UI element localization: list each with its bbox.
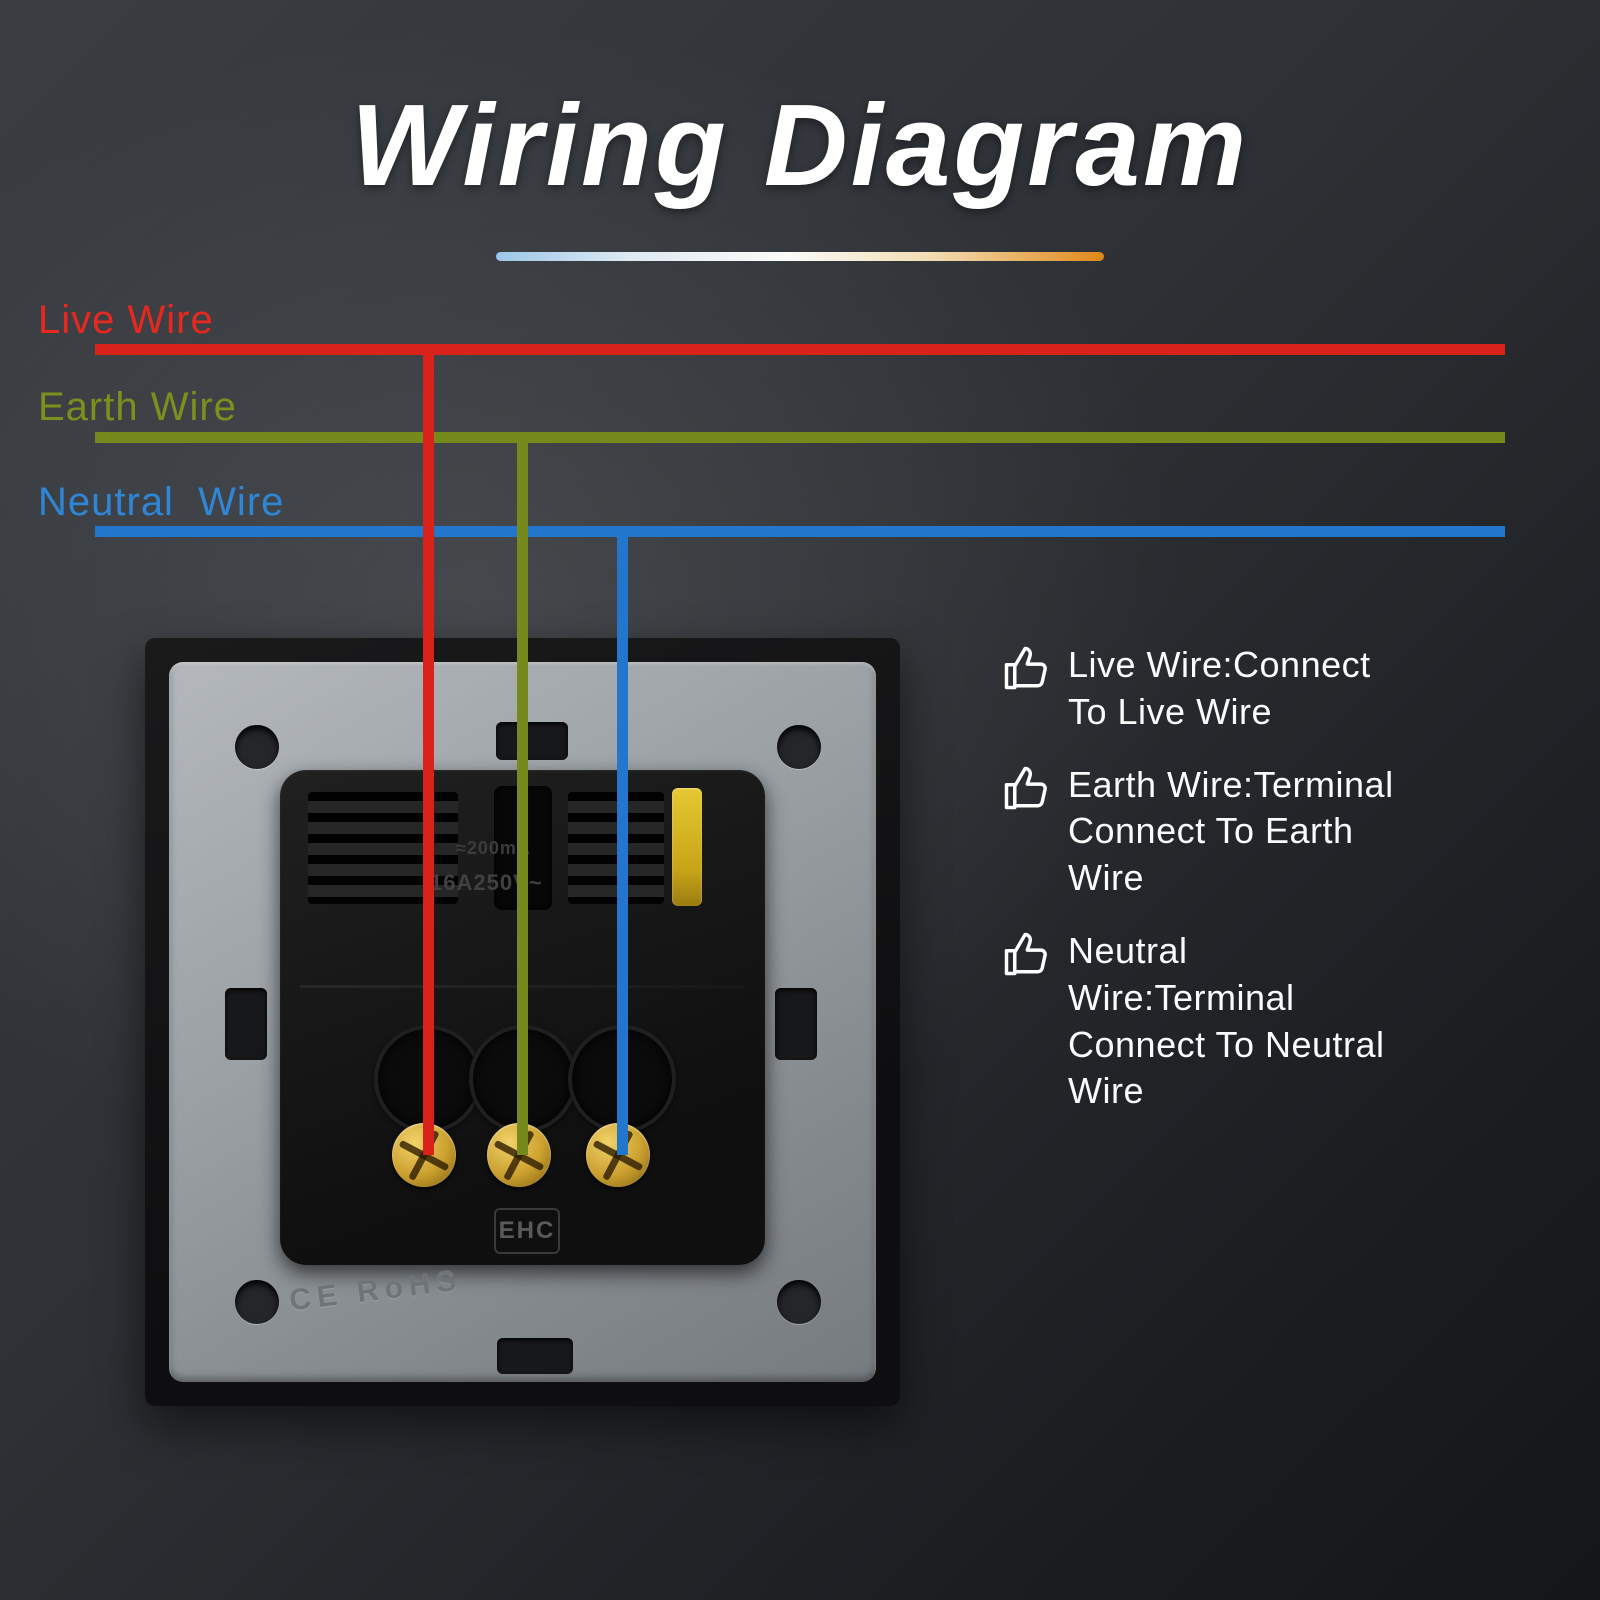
neutral-wire-line xyxy=(95,526,1505,537)
current-marking: ≈200mA xyxy=(456,838,531,858)
live-wire-drop xyxy=(423,344,434,1155)
page-title: Wiring Diagram xyxy=(350,80,1250,210)
earth-wire-drop xyxy=(517,432,528,1155)
earth-wire-label: Earth Wire xyxy=(38,385,237,429)
thumbs-up-icon xyxy=(1004,766,1047,809)
plate-slot xyxy=(496,722,568,760)
plate-slot xyxy=(497,1338,573,1374)
live-wire-line xyxy=(95,344,1505,355)
plate-screw-hole xyxy=(235,725,279,769)
neutral-wire-drop xyxy=(617,526,628,1155)
vent-slots xyxy=(568,792,664,904)
eac-mark: EHC xyxy=(494,1208,560,1254)
note-item-earth: Earth Wire:Terminal Connect To Earth Wir… xyxy=(1000,762,1420,902)
earth-wire-line xyxy=(95,432,1505,443)
neutral-wire-label: Neutral Wire xyxy=(38,480,285,524)
thumbs-up-icon xyxy=(1004,646,1047,690)
ce-rohs-marking: CE RoHS xyxy=(287,1263,464,1318)
plate-claw xyxy=(225,988,267,1060)
note-item-neutral: Neutral Wire:Terminal Connect To Neutral… xyxy=(1000,928,1420,1115)
notes-list: Live Wire:Connect To Live Wire Earth Wir… xyxy=(1000,642,1420,1141)
note-text: Neutral Wire:Terminal Connect To Neutral… xyxy=(1068,929,1385,1112)
thumbs-up-icon xyxy=(1004,932,1047,976)
note-text: Earth Wire:Terminal Connect To Earth Wir… xyxy=(1068,763,1394,899)
title-underline xyxy=(496,252,1104,261)
plate-claw xyxy=(775,988,817,1060)
note-item-live: Live Wire:Connect To Live Wire xyxy=(1000,642,1420,736)
plate-screw-hole xyxy=(777,1280,821,1324)
yellow-shutter-part xyxy=(672,788,702,906)
plate-screw-hole xyxy=(777,725,821,769)
live-wire-label: Live Wire xyxy=(38,298,214,342)
note-text: Live Wire:Connect To Live Wire xyxy=(1068,644,1371,732)
plate-screw-hole xyxy=(235,1280,279,1324)
